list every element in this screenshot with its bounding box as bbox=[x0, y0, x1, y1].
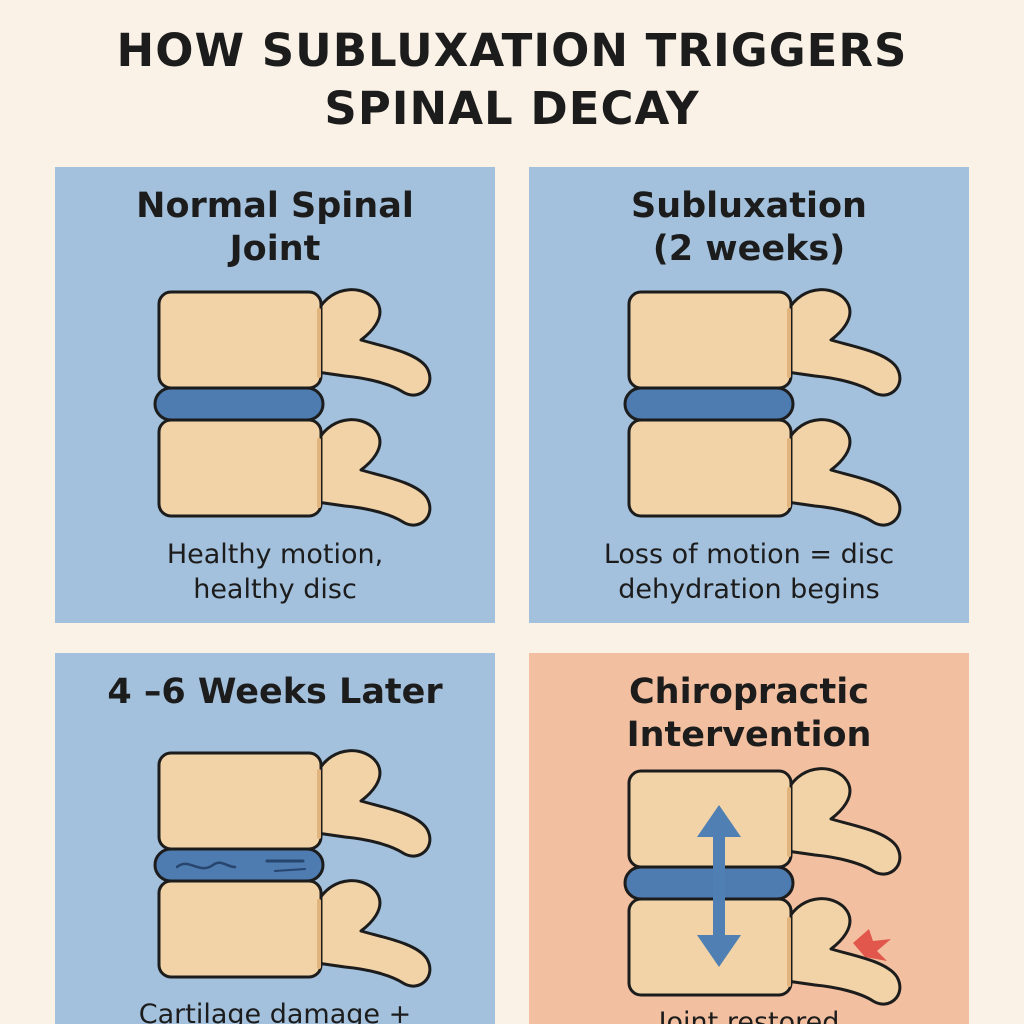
disc-icon bbox=[153, 386, 325, 422]
page-title: HOW SUBLUXATION TRIGGERS SPINAL DECAY bbox=[0, 22, 1024, 138]
panel-caption: Healthy motion, healthy disc bbox=[55, 537, 495, 607]
panel-weeks-later: 4 –6 Weeks Later Cartilage damage + bbox=[55, 653, 495, 1024]
spine-illustration bbox=[153, 749, 432, 988]
panel-caption-line-2: dehydration begins bbox=[618, 574, 880, 605]
panel-title-line-2: (2 weeks) bbox=[652, 229, 846, 269]
panel-title-line-1: Normal Spinal bbox=[136, 186, 414, 226]
panel-subluxation: Subluxation (2 weeks) Loss of motion = d… bbox=[529, 167, 969, 623]
vertebra-icon bbox=[627, 897, 902, 1006]
pain-burst-icon bbox=[853, 929, 891, 961]
panel-caption-line-2: healthy disc bbox=[193, 574, 357, 605]
disc-icon bbox=[623, 865, 795, 901]
spine-illustration bbox=[623, 767, 902, 1006]
panel-normal-joint: Normal Spinal Joint Healthy motion, heal… bbox=[55, 167, 495, 623]
panel-caption-line-1: Healthy motion, bbox=[166, 539, 384, 570]
title-line-1: HOW SUBLUXATION TRIGGERS bbox=[116, 24, 908, 77]
panel-caption-line-1: Cartilage damage + bbox=[138, 999, 412, 1024]
panel-title-line-1: 4 –6 Weeks Later bbox=[107, 672, 443, 712]
panel-title-line-2: Joint bbox=[229, 229, 321, 269]
spine-illustration bbox=[153, 288, 432, 527]
panel-caption-line-1: Joint restored bbox=[658, 1007, 840, 1024]
double-arrow-icon bbox=[697, 805, 741, 967]
panel-title: Normal Spinal Joint bbox=[55, 185, 495, 271]
panel-title-line-1: Chiropractic bbox=[628, 672, 870, 712]
vertebra-icon bbox=[157, 749, 432, 858]
panel-caption: Joint restored bbox=[529, 1005, 969, 1024]
panel-title: 4 –6 Weeks Later bbox=[55, 671, 495, 714]
panel-title-line-2: Intervention bbox=[626, 715, 872, 755]
damaged-disc-icon bbox=[153, 847, 325, 883]
panel-caption-line-1: Loss of motion = disc bbox=[603, 539, 895, 570]
spine-illustration bbox=[623, 288, 902, 527]
panel-caption: Loss of motion = disc dehydration begins bbox=[529, 537, 969, 607]
panel-caption: Cartilage damage + bbox=[55, 997, 495, 1024]
vertebra-icon bbox=[157, 288, 432, 397]
panel-title: Subluxation (2 weeks) bbox=[529, 185, 969, 271]
disc-icon bbox=[623, 386, 795, 422]
vertebra-icon bbox=[627, 288, 902, 397]
vertebra-icon bbox=[627, 767, 902, 876]
vertebra-icon bbox=[157, 879, 432, 988]
title-line-2: SPINAL DECAY bbox=[324, 82, 700, 135]
vertebra-icon bbox=[627, 418, 902, 527]
panel-title: Chiropractic Intervention bbox=[529, 671, 969, 757]
panel-chiropractic-intervention: Chiropractic Intervention bbox=[529, 653, 969, 1024]
vertebra-icon bbox=[157, 418, 432, 527]
panel-title-line-1: Subluxation bbox=[631, 186, 867, 226]
